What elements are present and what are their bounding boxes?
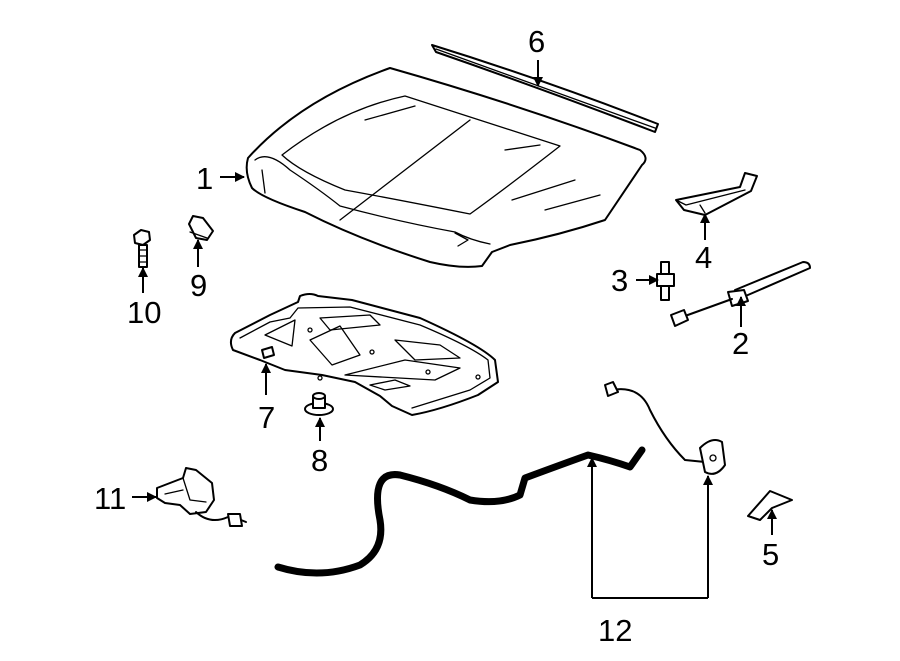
callout-8: 8 [311,443,328,478]
callout-2: 2 [732,326,749,361]
hood-rear-seal [431,44,659,133]
hood-insulator [229,293,499,416]
hood-latch [156,467,247,527]
hood-bracket [675,172,758,216]
hood-release-cable [274,381,726,577]
leader-lines [132,60,777,599]
callout-5: 5 [762,537,779,572]
hood-bumper [188,215,214,241]
callout-7: 7 [258,400,275,435]
callout-1: 1 [196,161,213,196]
hood-panel [245,67,647,268]
clip [747,490,793,521]
callout-6: 6 [528,24,545,59]
callout-11: 11 [94,481,126,516]
bolt [133,229,151,268]
callout-12: 12 [598,613,632,648]
callout-10: 10 [127,295,161,330]
callout-9: 9 [190,268,207,303]
hinge-stud [656,261,675,301]
push-retainer [304,392,334,416]
callout-3: 3 [611,263,628,298]
callout-4: 4 [695,240,712,275]
